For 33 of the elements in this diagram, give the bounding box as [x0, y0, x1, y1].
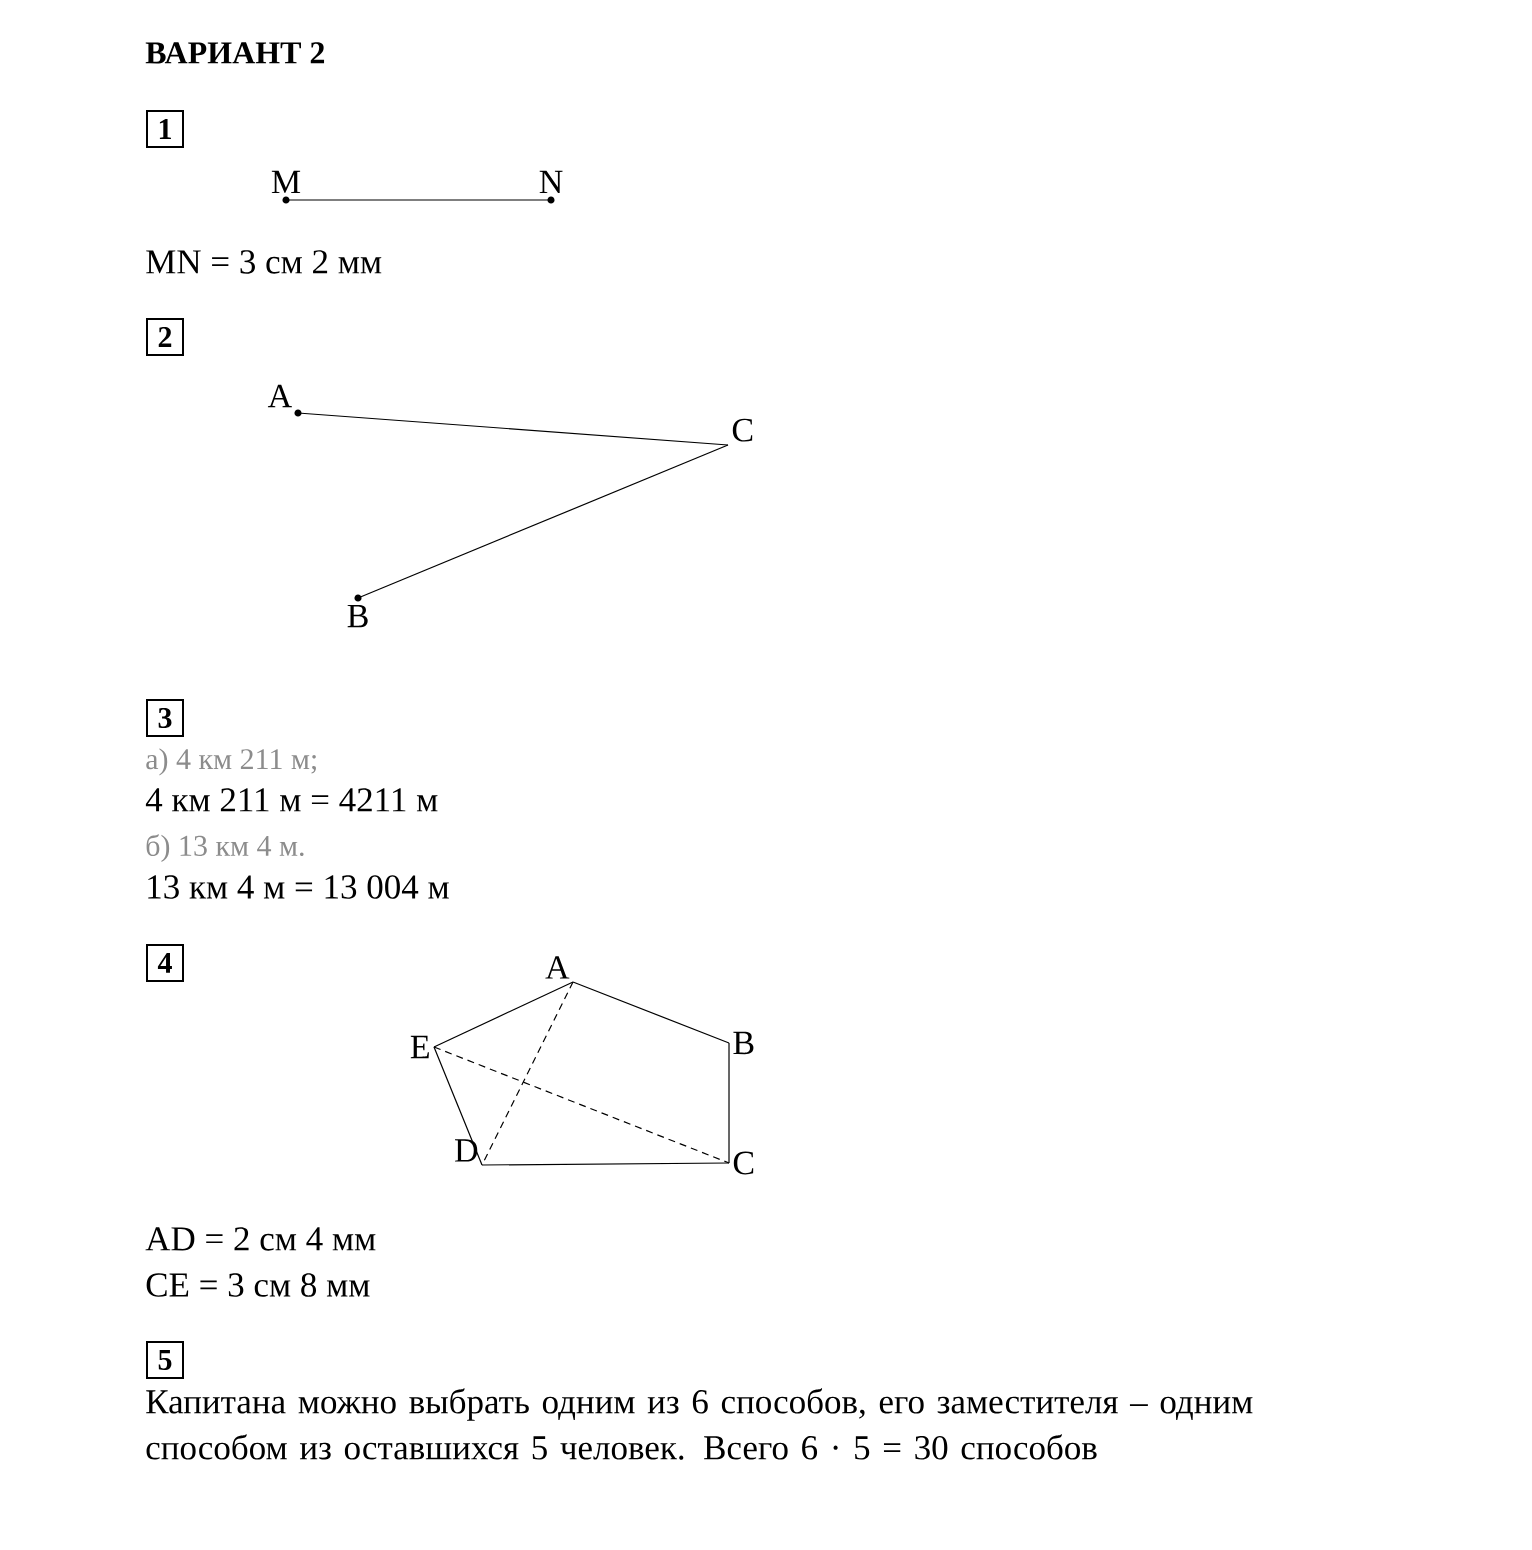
section-number: 2	[146, 318, 184, 356]
section-number: 5	[146, 1341, 184, 1379]
vertex-label: D	[455, 1139, 478, 1162]
task-text: б) 13 км 4 м.	[146, 834, 304, 863]
vertex-label: A	[545, 956, 570, 979]
answer-text: MN = 3 см 2 мм	[146, 250, 382, 274]
heading: ВАРИАНТ 2	[145, 42, 325, 64]
line-segment	[481, 1162, 730, 1166]
node-label: A	[267, 384, 292, 408]
line-segment	[572, 981, 730, 1044]
line-segment	[433, 1046, 483, 1166]
answer-text: 4 км 211 м = 4211 м	[145, 788, 438, 812]
node-label: N	[539, 170, 563, 194]
section-number: 4	[146, 944, 184, 982]
vertex-label: B	[733, 1031, 754, 1055]
vertex-label: C	[733, 1151, 754, 1175]
answer-text: 13 км 4 м = 13 004 м	[148, 875, 449, 899]
answer-text: CE = 3 см 8 мм	[146, 1273, 370, 1297]
node-label: B	[347, 604, 368, 628]
line-segment	[433, 981, 574, 1048]
dashed-line	[433, 1046, 730, 1164]
line-segment	[728, 1042, 730, 1164]
section-number: 3	[146, 699, 184, 737]
dashed-line	[481, 981, 574, 1166]
vertex-label: E	[410, 1035, 429, 1059]
line-segment	[297, 412, 729, 446]
section-number: 1	[146, 110, 184, 148]
answer-text: Капитана можно выбрать одним из 6 способов, его заместителя – одним способом из оставшихся 5 человек. Всего 6 · 5 = 30 способов	[146, 1388, 1253, 1460]
answer-text: AD = 2 см 4 мм	[145, 1227, 376, 1251]
node-label: M	[271, 170, 301, 194]
task-text: а) 4 км 211 м;	[146, 748, 316, 776]
vertex-label: C	[732, 418, 753, 442]
line-segment	[357, 444, 729, 599]
